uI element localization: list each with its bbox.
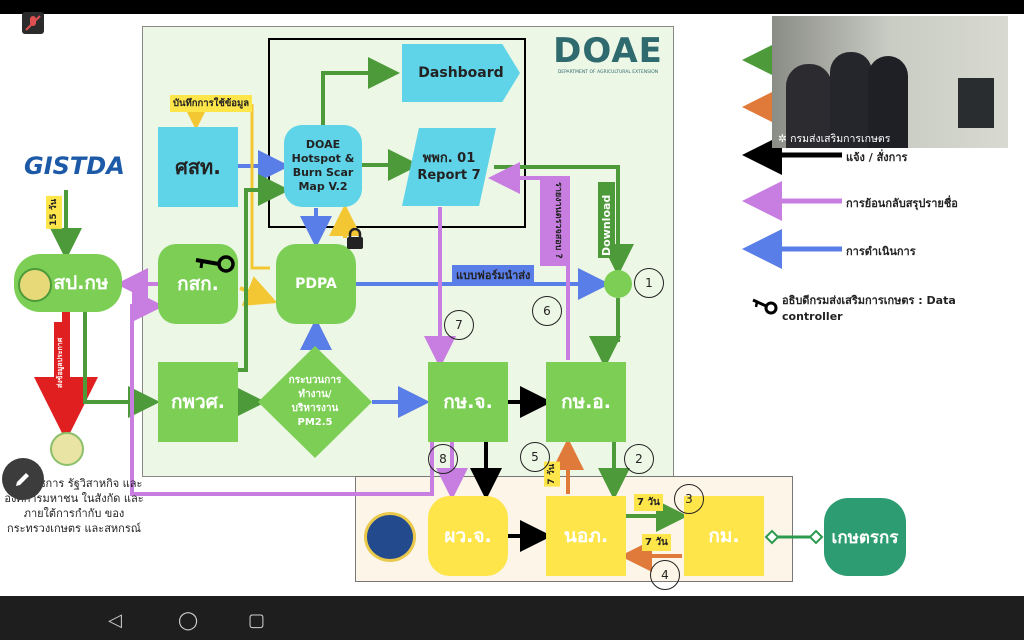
- node-process-label: กระบวนการ ทำงาน/ บริหารงาน PM2.5: [288, 375, 342, 428]
- usage-record-label: บันทึกการใช้ข้อมูล: [170, 95, 253, 112]
- recents-nav-icon[interactable]: ▢: [248, 610, 266, 631]
- gistda-logo: GISTDA: [24, 152, 125, 180]
- node-kshj[interactable]: กษ.จ.: [428, 362, 508, 442]
- step-2: 2: [624, 444, 654, 474]
- key-icon: [194, 252, 236, 282]
- video-monitor: [958, 78, 994, 128]
- days7-label-b: 7 วัน: [634, 494, 663, 511]
- step-4: 4: [650, 560, 680, 590]
- node-hotspot-map[interactable]: DOAE Hotspot & Burn Scar Map V.2: [284, 125, 362, 207]
- node-nop[interactable]: นอภ.: [546, 496, 626, 576]
- node-pwj[interactable]: ผว.จ.: [428, 496, 508, 576]
- ministry-seal-icon: [364, 512, 416, 562]
- hotspot-frame: [268, 38, 526, 228]
- mic-muted-icon[interactable]: [22, 12, 44, 34]
- legend-item-operation: การดำเนินการ: [846, 245, 916, 258]
- download-label: Download: [598, 182, 615, 258]
- node-dashboard[interactable]: Dashboard: [402, 44, 520, 102]
- step-8: 8: [428, 444, 458, 474]
- report-check-label: รายงานตรวจสอบ ?: [540, 180, 566, 266]
- node-km[interactable]: กม.: [684, 496, 764, 576]
- step-1: 1: [634, 268, 664, 298]
- home-nav-icon[interactable]: ◯: [178, 610, 199, 631]
- node-ksho[interactable]: กษ.อ.: [546, 362, 626, 442]
- step-6: 6: [532, 296, 562, 326]
- step-7: 7: [444, 310, 474, 340]
- spk-emblem-icon: [18, 268, 52, 302]
- step-3: 3: [674, 484, 704, 514]
- days7-label-c: 7 วัน: [642, 534, 671, 551]
- step-5: 5: [520, 442, 550, 472]
- days15-label: 15 วัน: [46, 196, 62, 229]
- video-caption: ✲ กรมส่งเสริมการเกษตร: [778, 130, 890, 147]
- doae-logo: DOAE DEPARTMENT OF AGRICULTURAL EXTENSIO…: [552, 32, 664, 75]
- node-sast[interactable]: ศสท.: [158, 127, 238, 207]
- video-person-1: [786, 64, 832, 148]
- edit-pencil-button[interactable]: [2, 458, 44, 500]
- lock-icon: [346, 227, 364, 254]
- legend-key-icon: [752, 296, 778, 320]
- node-kpws[interactable]: กพวศ.: [158, 362, 238, 442]
- top-status-bar: [0, 0, 1024, 14]
- junction-dot: [604, 270, 632, 298]
- form-label: แบบฟอร์มนำส่ง: [452, 265, 535, 285]
- legend-controller: อธิบดีกรมส่งเสริมการเกษตร : Data control…: [782, 294, 956, 323]
- legend-item-notify: แจ้ง / สั่งการ: [846, 151, 908, 164]
- node-farmer[interactable]: เกษตรกร: [824, 498, 906, 576]
- node-report[interactable]: พพก. 01 Report 7: [402, 128, 496, 206]
- video-person-2: [830, 52, 872, 148]
- video-caption-text: กรมส่งเสริมการเกษตร: [790, 133, 891, 145]
- doae-logo-text: DOAE: [553, 31, 663, 71]
- system-nav-bar: [0, 596, 1024, 640]
- red-label: ส่งข้อมูลประกาศ: [54, 322, 65, 390]
- agency-seal-icon: [50, 432, 84, 466]
- video-person-3: [868, 56, 908, 148]
- legend-item-feedback: การย้อนกลับสรุปรายชื่อ: [846, 197, 958, 210]
- back-nav-icon[interactable]: ◁: [108, 610, 122, 631]
- video-tile[interactable]: ✲ กรมส่งเสริมการเกษตร: [772, 16, 1008, 148]
- doae-logo-sub: DEPARTMENT OF AGRICULTURAL EXTENSION: [557, 70, 659, 75]
- node-ksk[interactable]: กสก.: [158, 244, 238, 324]
- pin-icon: ✲: [778, 133, 791, 145]
- node-pdpa[interactable]: PDPA: [276, 244, 356, 324]
